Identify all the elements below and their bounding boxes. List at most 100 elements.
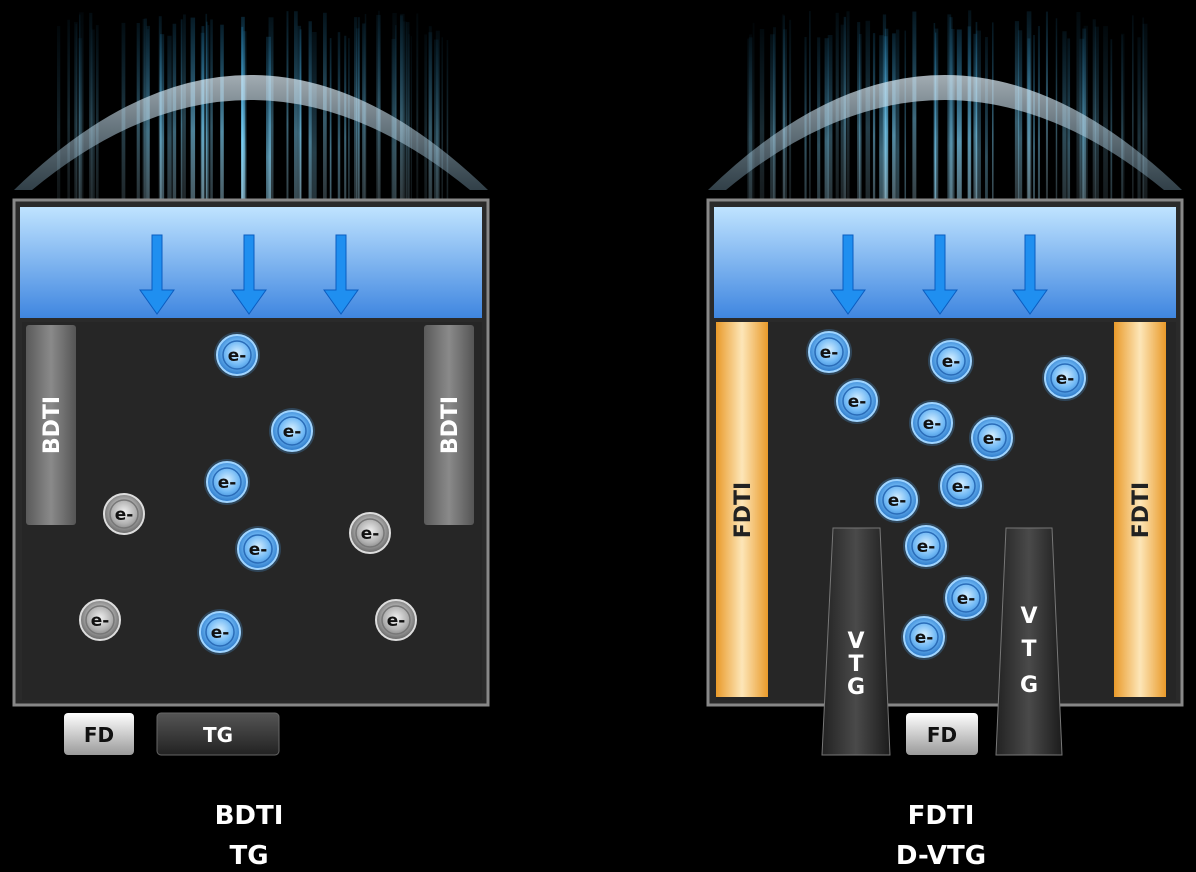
light-ray bbox=[121, 22, 126, 288]
electron-gray: e- bbox=[375, 599, 417, 641]
electron-label: e- bbox=[915, 628, 934, 648]
light-ray bbox=[312, 31, 317, 333]
light-ray bbox=[882, 14, 887, 283]
electron-blue: e- bbox=[269, 408, 315, 454]
light-ray bbox=[840, 24, 844, 284]
light-ray bbox=[773, 27, 776, 284]
light-ray bbox=[391, 38, 396, 306]
arrow-down-icon bbox=[231, 234, 267, 315]
light-ray bbox=[933, 22, 936, 345]
light-ray bbox=[210, 19, 213, 289]
caption-line-1: BDTI bbox=[215, 801, 284, 831]
electron-blue: e- bbox=[235, 526, 281, 572]
electron-blue: e- bbox=[834, 378, 880, 424]
fd-block bbox=[906, 713, 978, 755]
light-ray bbox=[167, 35, 172, 294]
vtg-right-letter: V bbox=[1020, 604, 1037, 629]
electron-label: e- bbox=[952, 477, 971, 497]
light-ray bbox=[410, 36, 412, 295]
vtg-left-letter: G bbox=[847, 675, 865, 700]
light-ray bbox=[1131, 15, 1134, 269]
electron-label: e- bbox=[820, 343, 839, 363]
light-ray bbox=[220, 24, 224, 293]
micro-lens bbox=[708, 75, 1182, 190]
electron-label: e- bbox=[387, 611, 406, 631]
light-ray bbox=[789, 19, 792, 283]
light-ray bbox=[376, 14, 381, 274]
light-ray bbox=[329, 38, 332, 316]
light-ray bbox=[408, 34, 410, 287]
light-ray bbox=[1026, 11, 1032, 265]
light-ray bbox=[872, 33, 876, 291]
electron-label: e- bbox=[957, 589, 976, 609]
electron-blue: e- bbox=[969, 415, 1015, 461]
electron-blue: e- bbox=[903, 523, 949, 569]
light-ray bbox=[827, 35, 833, 287]
electron-label: e- bbox=[923, 414, 942, 434]
light-ray bbox=[146, 25, 150, 286]
electron-label: e- bbox=[228, 346, 247, 366]
tg-block bbox=[156, 712, 280, 756]
light-ray bbox=[804, 36, 807, 304]
light-ray bbox=[865, 20, 871, 289]
light-ray bbox=[243, 31, 247, 337]
electron-label: e- bbox=[91, 611, 110, 631]
fd-label: FD bbox=[927, 723, 957, 747]
light-ray bbox=[136, 23, 140, 279]
light-ray bbox=[142, 18, 145, 287]
light-ray bbox=[159, 34, 165, 300]
micro-lens bbox=[14, 75, 488, 190]
light-ray bbox=[297, 25, 302, 295]
light-ray bbox=[892, 33, 896, 289]
light-ray bbox=[268, 17, 274, 288]
bdti-left-label: BDTI bbox=[40, 396, 65, 454]
electron-blue: e- bbox=[909, 400, 955, 446]
light-ray bbox=[935, 32, 937, 353]
light-ray bbox=[1094, 26, 1099, 286]
bdti-left bbox=[26, 325, 76, 525]
light-ray bbox=[783, 29, 787, 285]
light-ray bbox=[1067, 38, 1071, 300]
light-ray bbox=[809, 11, 811, 277]
electron-label: e- bbox=[1056, 369, 1075, 389]
light-ray bbox=[1045, 11, 1048, 263]
arrow-down-icon bbox=[922, 234, 958, 315]
light-ray bbox=[364, 14, 367, 279]
electron-label: e- bbox=[211, 623, 230, 643]
light-ray bbox=[405, 22, 410, 289]
electron-gray: e- bbox=[79, 599, 121, 641]
electron-label: e- bbox=[848, 392, 867, 412]
light-ray bbox=[356, 28, 360, 279]
caption-line-1: FDTI bbox=[908, 801, 975, 831]
light-ray bbox=[433, 39, 439, 296]
light-ray bbox=[395, 25, 397, 293]
light-ray bbox=[975, 21, 978, 298]
electron-label: e- bbox=[283, 422, 302, 442]
fdti-left-label: FDTI bbox=[731, 482, 756, 538]
light-ray bbox=[859, 34, 862, 296]
electron-blue: e- bbox=[197, 609, 243, 655]
fdti-right-label: FDTI bbox=[1129, 482, 1154, 538]
light-ray bbox=[967, 26, 971, 314]
light-ray bbox=[200, 32, 205, 300]
electron-label: e- bbox=[249, 540, 268, 560]
vtg-left bbox=[821, 527, 891, 756]
electron-blue: e- bbox=[901, 614, 947, 660]
light-ray bbox=[344, 35, 347, 291]
electron-label: e- bbox=[115, 505, 134, 525]
light-ray bbox=[843, 16, 847, 279]
light-ray bbox=[947, 14, 952, 343]
light-ray bbox=[956, 29, 962, 310]
electron-gray: e- bbox=[349, 512, 391, 554]
fdti-right bbox=[1114, 322, 1166, 697]
bdti-right bbox=[424, 325, 474, 525]
light-ray bbox=[934, 28, 939, 302]
light-ray bbox=[846, 11, 850, 265]
left-pixel-bdti-tg: BDTI BDTI e-e-e-e-e-e-e-e-e- FD TG BDTI … bbox=[12, 10, 490, 871]
electron-blue: e- bbox=[938, 463, 984, 509]
light-ray bbox=[144, 18, 147, 302]
light-ray bbox=[1103, 26, 1108, 290]
electron-label: e- bbox=[917, 537, 936, 557]
electron-blue: e- bbox=[204, 459, 250, 505]
electron-label: e- bbox=[218, 473, 237, 493]
